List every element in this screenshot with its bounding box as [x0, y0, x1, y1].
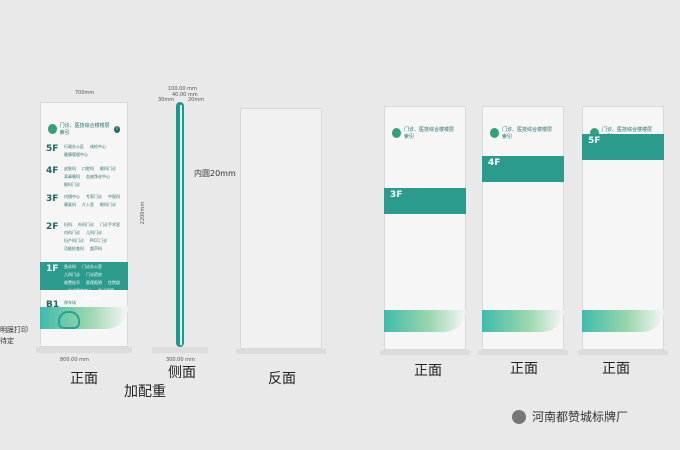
floor-5: 5F 行政办公区 体检中心 健康管理中心 [40, 142, 128, 158]
floor-5-items: 行政办公区 体检中心 健康管理中心 [64, 144, 106, 157]
floor-3: 3F 内镜中心 专家门诊 中医科 康复科 介入室 眼科门诊 [40, 192, 128, 208]
variant-sign-1: 门诊、医技综合楼楼层索引 3F [384, 106, 466, 350]
floor-2-items: 妇科 外科门诊 门诊手术室 内科门诊 儿科门诊 妇产科门诊 PICC门诊 功能检… [64, 222, 120, 251]
floor-2-num: 2F [46, 222, 59, 232]
caption-back: 反面 [268, 371, 296, 387]
sign-title: 门诊、医技综合楼楼层索引 [59, 123, 110, 136]
floor-b1: B1 停车场 [40, 298, 128, 314]
hospital-logo-icon [48, 124, 57, 134]
side-small-label: 30mm [158, 97, 175, 103]
side-small2-label: 20mm [188, 97, 205, 103]
variant-2-logo-icon [490, 128, 499, 138]
caption-side: 侧面 [168, 365, 196, 381]
watermark: 河南都赞城标牌厂 [512, 408, 628, 425]
variant-2-highlight-4f: 4F [482, 156, 564, 182]
width-label: 700mm [75, 90, 95, 96]
variant-1-header: 门诊、医技综合楼楼层索引 [392, 124, 458, 142]
floor-b1-items: 停车场 [64, 300, 76, 305]
variant-sign-3: 门诊、医技综合楼楼层索引 5F [582, 106, 664, 350]
side-top2-label: 40.00 mm [172, 92, 198, 98]
variant-1-title: 门诊、医技综合楼楼层索引 [404, 127, 455, 140]
floor-4-num: 4F [46, 166, 59, 176]
inner-radius-label: 内圆20mm [194, 169, 236, 178]
variant-3-base [578, 350, 668, 355]
watermark-text: 河南都赞城标牌厂 [532, 410, 629, 424]
back-sign [240, 108, 322, 349]
floor-4: 4F 皮肤科 口腔科 眼科门诊 耳鼻喉科 血液净化中心 眼科门诊 [40, 164, 128, 187]
caption-front: 正面 [70, 371, 98, 387]
variant-3-5f-num: 5F [588, 136, 601, 146]
variant-1-logo-icon [392, 128, 401, 138]
variant-1-highlight-3f: 3F [384, 188, 466, 214]
floor-5-num: 5F [46, 144, 59, 154]
side-highlight [180, 105, 182, 345]
variant-1-wave [384, 310, 466, 332]
floor-2: 2F 妇科 外科门诊 门诊手术室 内科门诊 儿科门诊 妇产科门诊 PICC门诊 … [40, 220, 128, 251]
floor-4-items: 皮肤科 口腔科 眼科门诊 耳鼻喉科 血液净化中心 眼科门诊 [64, 166, 116, 187]
side-top-label: 100.00 mm [168, 86, 197, 92]
main-sign: 门诊、医技综合楼楼层索引 i 5F 行政办公区 体检中心 健康管理中心 4F 皮… [40, 102, 128, 347]
variant-sign-2: 门诊、医技综合楼楼层索引 4F [482, 106, 564, 350]
floor-1-num: 1F [46, 264, 59, 274]
variant-2-header: 门诊、医技综合楼楼层索引 [490, 124, 556, 142]
caption-weight: 加配重 [124, 384, 166, 400]
floor-1: 1F 急诊科 门诊办公室 儿科门诊 门诊药房 收费挂号 医保报销 住院部 一站式… [40, 262, 128, 301]
left-note-1: 明膜打印 [0, 326, 28, 334]
variant-1-base [380, 350, 470, 355]
height-label: 2200mm [140, 201, 147, 225]
back-base [236, 349, 326, 354]
sign-header: 门诊、医技综合楼楼层索引 i [48, 120, 120, 138]
floor-3-items: 内镜中心 专家门诊 中医科 康复科 介入室 眼科门诊 [64, 194, 120, 207]
bottom-width-label: 800.00 mm [60, 357, 89, 363]
caption-front-2: 正面 [414, 363, 442, 379]
variant-3-wave [582, 310, 664, 332]
side-bottom-label: 300.00 mm [166, 357, 195, 363]
variant-3-highlight-5f: 5F [582, 134, 664, 160]
caption-front-4: 正面 [602, 361, 630, 377]
floor-3-num: 3F [46, 194, 59, 204]
caption-front-3: 正面 [510, 361, 538, 377]
variant-2-4f-num: 4F [488, 158, 501, 168]
variant-2-base [478, 350, 568, 355]
heart-logo-icon [58, 311, 80, 329]
info-badge-icon: i [114, 125, 120, 133]
variant-1-3f-num: 3F [390, 190, 403, 200]
variant-2-wave [482, 310, 564, 332]
floor-b1-num: B1 [46, 300, 60, 310]
side-base [152, 347, 208, 353]
floor-1-items: 急诊科 门诊办公室 儿科门诊 门诊药房 收费挂号 医保报销 住院部 一站式服务中… [64, 264, 120, 301]
main-base [36, 347, 132, 353]
variant-2-title: 门诊、医技综合楼楼层索引 [502, 127, 553, 140]
decorative-wave [40, 307, 128, 329]
variant-3-logo-icon [590, 128, 599, 138]
left-note-2: 待定 [0, 337, 14, 345]
wechat-icon [512, 409, 526, 424]
